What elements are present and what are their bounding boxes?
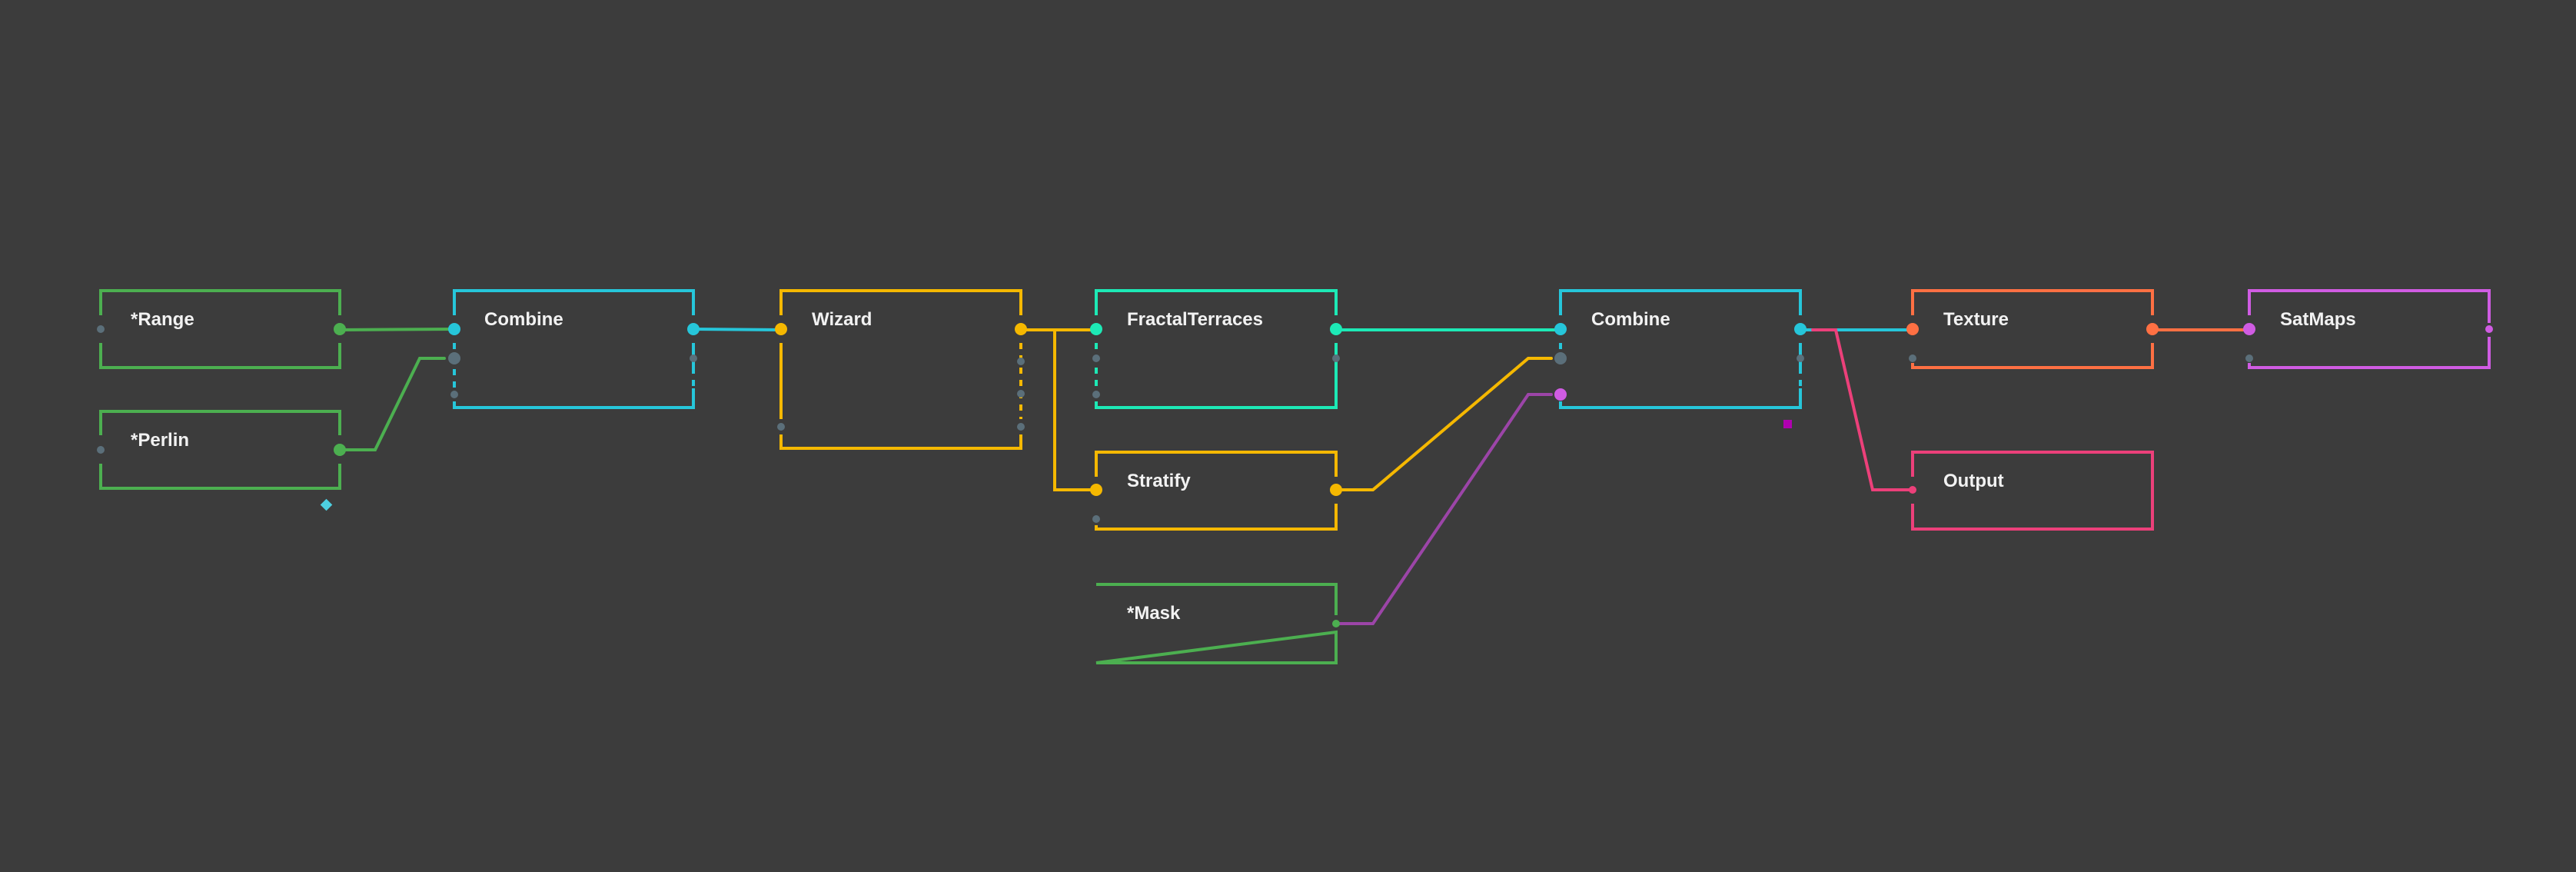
output-port-3[interactable] [1017,390,1025,398]
node-border [1095,583,1338,664]
input-port-a[interactable] [1554,323,1567,335]
node-combine-2[interactable]: Combine [1554,289,1807,409]
input-port-aux[interactable] [1092,515,1100,523]
input-port-aux[interactable] [2245,354,2253,362]
input-port[interactable] [1090,484,1102,496]
node-stratify[interactable]: Stratify [1090,451,1342,531]
output-port[interactable] [1794,323,1807,335]
wire-wizard-to-stratify[interactable] [1035,328,1098,491]
node-title: Texture [1943,309,2009,330]
node-fractal-terraces[interactable]: FractalTerraces [1090,289,1342,409]
node-title: Wizard [812,309,872,330]
output-port-aux[interactable] [1332,354,1340,362]
node-border [1095,289,1338,409]
node-border [779,289,1022,450]
wire-combine-to-wizard[interactable] [692,328,783,331]
output-port[interactable] [1330,484,1342,496]
node-title: Stratify [1127,471,1191,491]
output-port-aux[interactable] [1797,354,1804,362]
node-border [1095,451,1338,531]
node-combine-1[interactable]: Combine [448,289,700,409]
output-port-4[interactable] [1017,423,1025,431]
input-port[interactable] [1906,323,1919,335]
node-satmaps[interactable]: SatMaps [2243,289,2493,369]
wire-combine2-to-output[interactable] [1811,328,1914,491]
wire-mask-to-combine2[interactable] [1335,393,1553,625]
node-border [1911,289,2154,369]
input-port-b[interactable] [1554,352,1567,364]
node-title: *Perlin [131,430,189,451]
input-port-a[interactable] [448,323,460,335]
node-border [1559,289,1802,409]
node-border-dashes [1559,343,1802,388]
node-border [99,410,341,490]
input-port-aux[interactable] [1909,354,1916,362]
node-perlin[interactable]: *Perlin [97,410,346,490]
node-title: SatMaps [2280,309,2356,330]
node-title: Output [1943,471,2004,491]
node-wizard[interactable]: Wizard [775,289,1027,450]
input-port-b[interactable] [448,352,460,364]
node-title: *Mask [1127,603,1181,624]
output-port[interactable] [1332,620,1340,627]
input-port[interactable] [97,325,105,333]
output-port[interactable] [687,323,700,335]
node-title: FractalTerraces [1127,309,1263,330]
output-port[interactable] [334,444,346,456]
node-border [99,289,341,369]
node-title: Combine [1591,309,1670,330]
square-icon [1783,420,1792,428]
output-port[interactable] [1015,323,1027,335]
input-port[interactable] [2243,323,2255,335]
node-range[interactable]: *Range [97,289,346,369]
output-port[interactable] [2146,323,2159,335]
node-border [1911,451,2154,531]
output-port[interactable] [2485,325,2493,333]
node-title: Combine [484,309,563,330]
node-texture[interactable]: Texture [1906,289,2159,369]
output-port[interactable] [334,323,346,335]
output-port-aux[interactable] [690,354,697,362]
node-border [2248,289,2491,369]
input-port[interactable] [775,323,787,335]
node-title: *Range [131,309,194,330]
node-border [453,289,695,409]
wire-range-to-combine[interactable] [338,328,457,331]
diamond-icon [320,498,333,511]
input-port[interactable] [1090,323,1102,335]
output-port[interactable] [1330,323,1342,335]
input-port[interactable] [1909,486,1916,494]
input-port-mask[interactable] [1554,388,1567,401]
input-port-mask[interactable] [450,391,458,398]
input-port-2[interactable] [1092,354,1100,362]
input-port-aux[interactable] [777,423,785,431]
node-border-dashes [453,343,695,388]
connection-wires [338,328,2251,625]
node-mask[interactable]: *Mask [1095,583,1340,664]
wire-stratify-to-combine2[interactable] [1335,357,1553,491]
input-port[interactable] [97,446,105,454]
output-port-2[interactable] [1017,358,1025,365]
wire-perlin-to-combine[interactable] [338,357,446,451]
node-output[interactable]: Output [1909,451,2154,531]
input-port-3[interactable] [1092,391,1100,398]
